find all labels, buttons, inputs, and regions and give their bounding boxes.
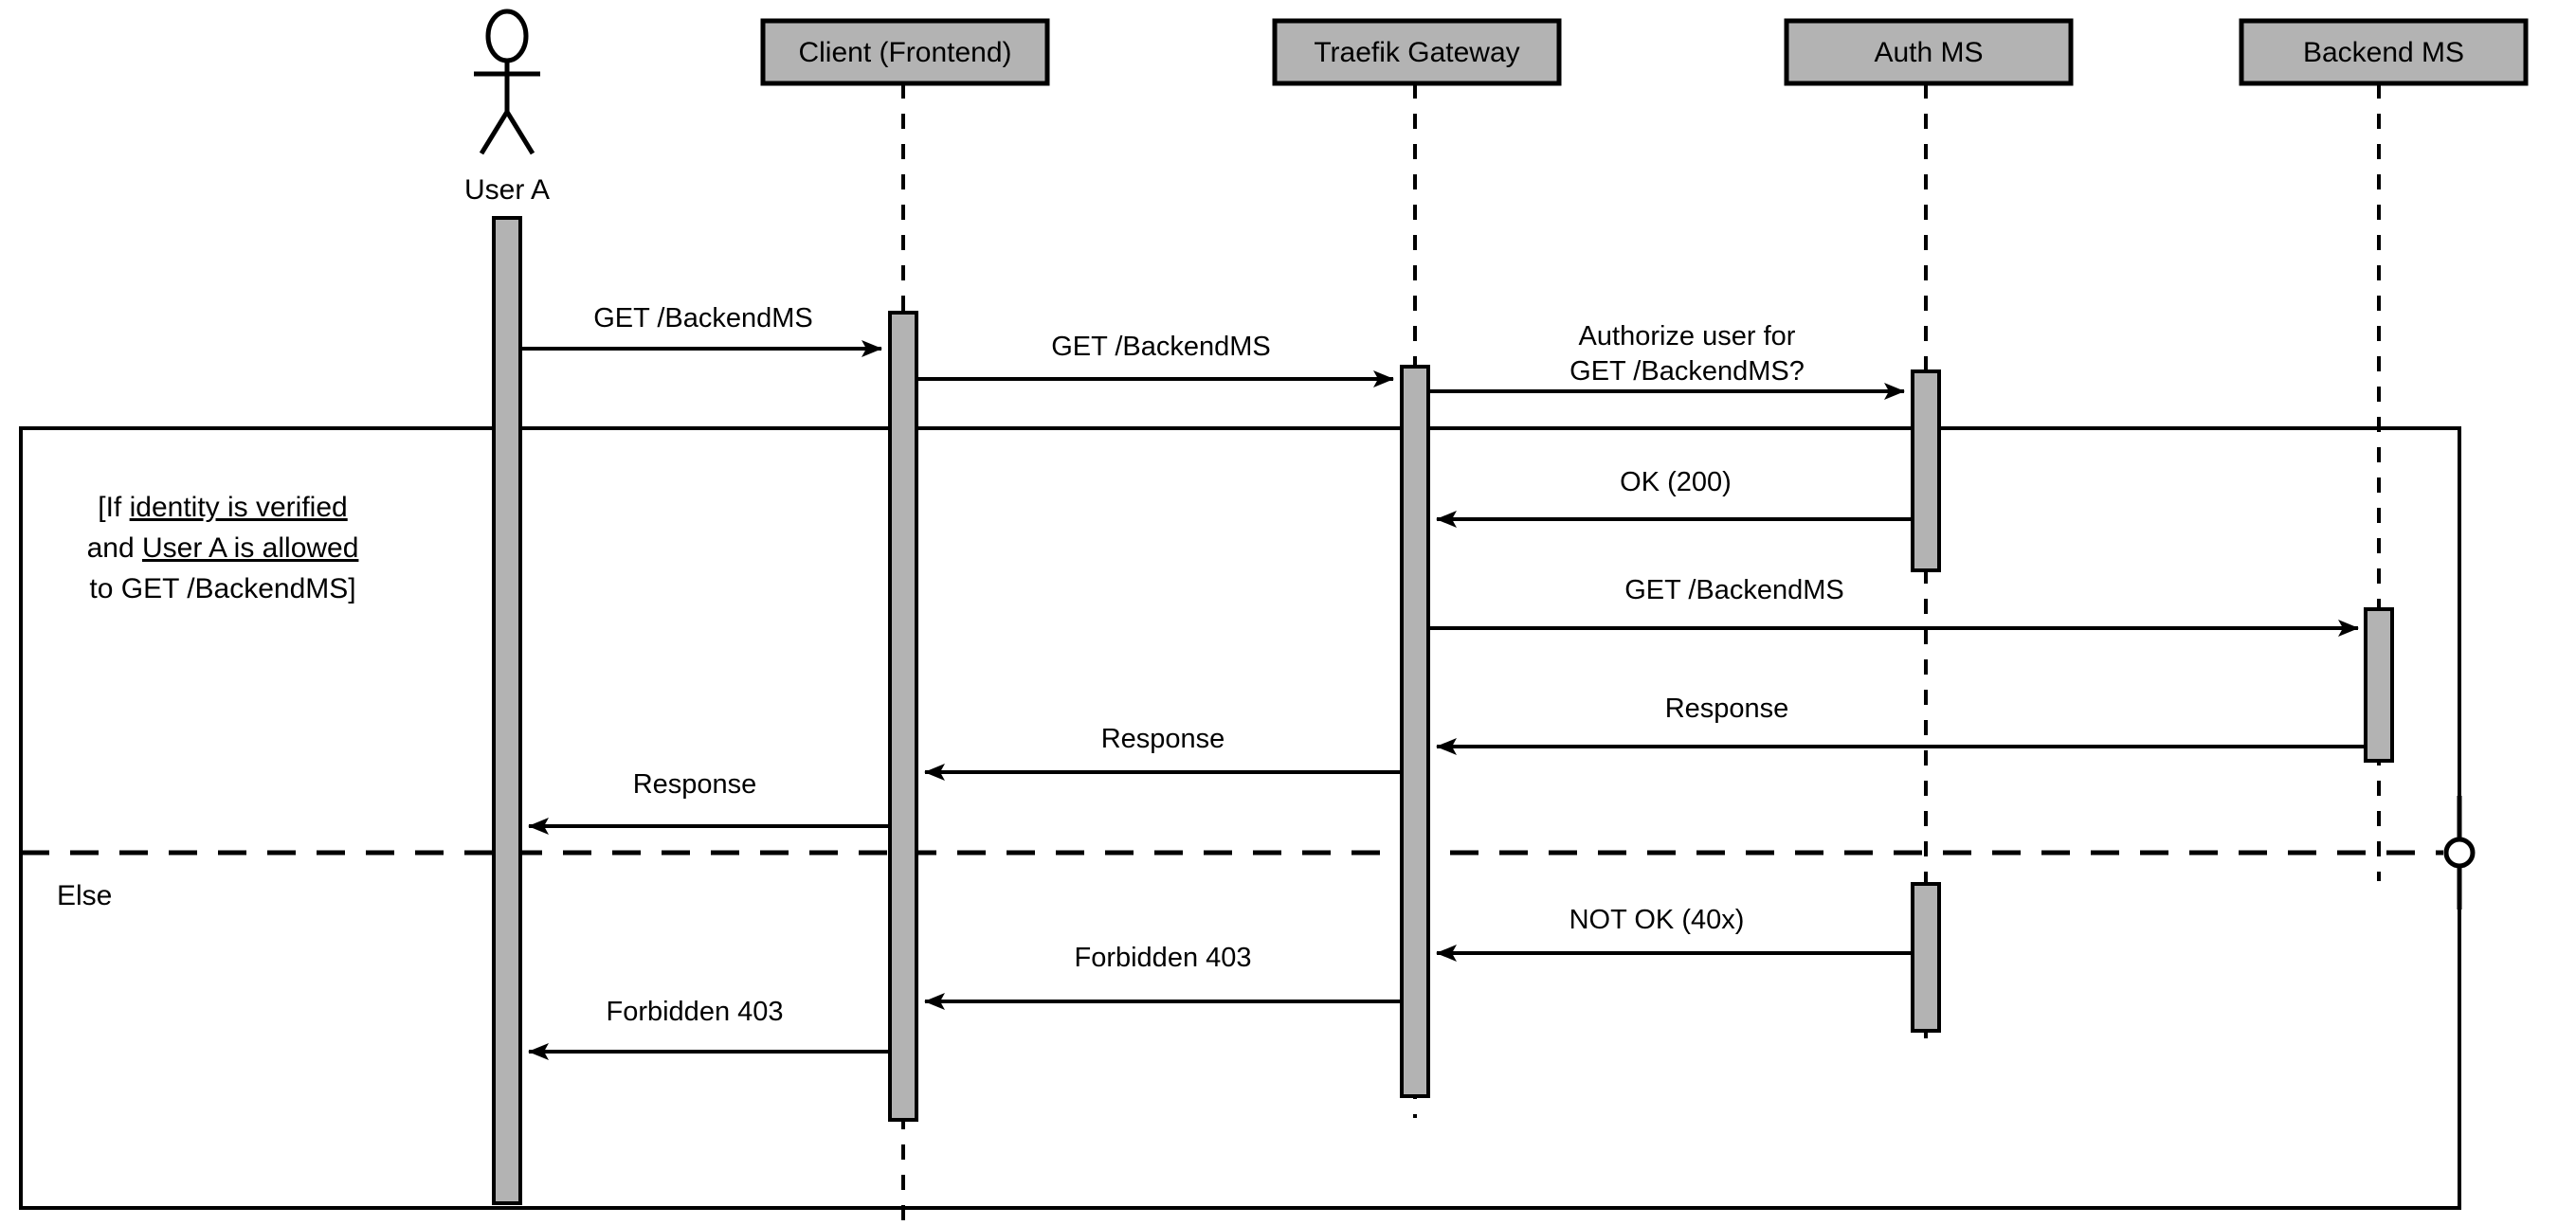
message-label-m4: OK (200) [1620,467,1732,497]
message-m1[interactable]: GET /BackendMS [522,303,882,357]
participant-label-client: Client (Frontend) [798,37,1011,68]
message-label-m11: Forbidden 403 [606,997,783,1027]
participant-box-client[interactable] [760,18,1050,86]
activation-user-a [492,216,522,1205]
actor-head-icon [485,9,529,63]
message-m6[interactable]: Response [1436,694,2364,755]
message-m8[interactable]: Response [528,769,888,835]
alt-guard-line-1-underlined: identity is verified [130,492,348,523]
activation-traefik [1400,365,1430,1098]
message-label-m5: GET /BackendMS [1624,575,1844,605]
message-label-m3-line1: Authorize user for [1579,321,1796,351]
alt-fragment-border [19,426,2461,1210]
participant-user-a[interactable]: User A [464,9,550,206]
alt-guard-line-2: and User A is allowed [87,532,359,564]
lifelines-group [901,83,2381,1225]
activation-auth-top [1911,369,1941,572]
participant-label-user-a: User A [464,174,550,206]
message-label-m10: Forbidden 403 [1074,943,1251,973]
alt-guard-line-2-underlined: User A is allowed [142,532,358,564]
alt-guard-text: [If identity is verified and User A is a… [87,492,359,604]
participant-backend[interactable]: Backend MS [2239,18,2529,86]
message-label-m6: Response [1665,694,1789,724]
alt-guard-line-2-plain: and [87,532,142,564]
message-m3[interactable]: Authorize user for GET /BackendMS? [1430,321,1905,400]
participant-traefik[interactable]: Traefik Gateway [1272,18,1562,86]
participant-box-traefik[interactable] [1272,18,1562,86]
message-m9[interactable]: NOT OK (40x) [1436,905,1911,962]
message-label-m9: NOT OK (40x) [1569,905,1745,935]
message-m5[interactable]: GET /BackendMS [1430,575,2359,637]
alt-guard-line-1-plain: [If [98,492,129,523]
message-label-m7: Response [1101,724,1225,754]
message-label-m1: GET /BackendMS [593,303,813,333]
participant-box-backend[interactable] [2239,18,2529,86]
activation-bars-group [492,216,2394,1205]
alt-guard-line-3: to GET /BackendMS] [89,573,355,604]
activation-backend [2364,607,2394,763]
actor-leg-left-icon [479,110,510,155]
participant-client[interactable]: Client (Frontend) [760,18,1050,86]
alt-else-label: Else [57,880,112,911]
participant-auth[interactable]: Auth MS [1784,18,2074,86]
message-m4[interactable]: OK (200) [1436,467,1911,528]
alt-guard-line-1: [If identity is verified [98,492,347,523]
message-label-m3-line2: GET /BackendMS? [1569,356,1805,387]
message-label-m2: GET /BackendMS [1051,332,1271,362]
participant-box-auth[interactable] [1784,18,2074,86]
alt-divider-endpoint-handle[interactable] [2443,837,2476,869]
message-m11[interactable]: Forbidden 403 [528,997,888,1060]
actor-leg-right-icon [504,110,535,155]
alt-fragment [19,426,2476,1210]
participant-label-traefik: Traefik Gateway [1314,37,1519,68]
message-m7[interactable]: Response [924,724,1400,781]
message-label-m8: Response [633,769,757,800]
message-m10[interactable]: Forbidden 403 [924,943,1400,1010]
participant-label-backend: Backend MS [2303,37,2464,68]
message-m2[interactable]: GET /BackendMS [918,332,1394,387]
participant-label-auth: Auth MS [1874,37,1983,68]
activation-auth-bottom [1911,882,1941,1033]
activation-client [888,311,918,1122]
